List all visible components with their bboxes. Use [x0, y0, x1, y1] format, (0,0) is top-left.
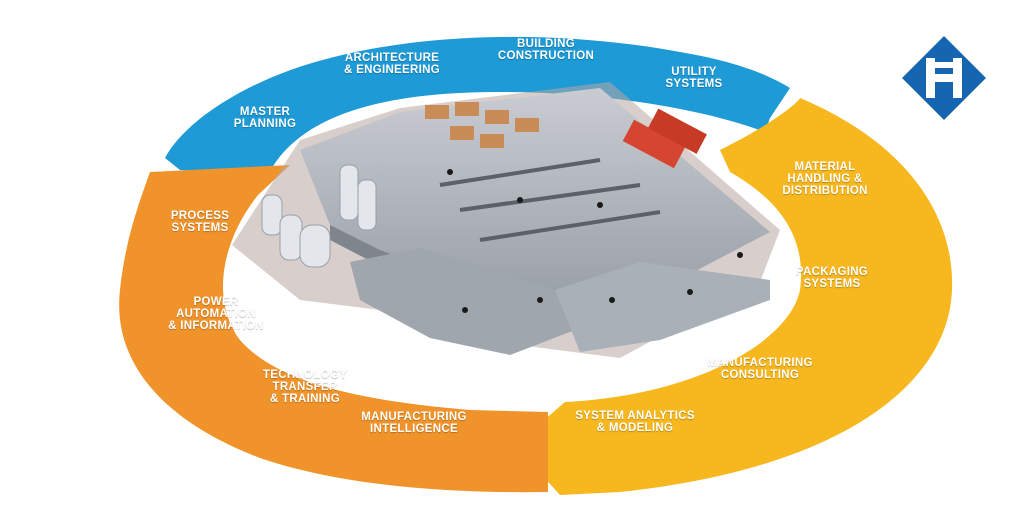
diamond-h-logo — [900, 34, 988, 122]
label-building-construction: BUILDING CONSTRUCTION — [497, 38, 595, 62]
orange-arc-segment — [119, 165, 548, 493]
label-power-automation: POWER AUTOMATION & INFORMATION — [168, 296, 264, 332]
storage-tanks — [261, 164, 377, 268]
office-block-right — [555, 262, 770, 352]
pallet-boxes — [425, 102, 539, 148]
label-manufacturing-intelligence: MANUFACTURING INTELLIGENCE — [361, 411, 467, 435]
label-system-analytics: SYSTEM ANALYTICS & MODELING — [575, 410, 695, 434]
office-block-left — [350, 248, 575, 355]
red-trailer — [622, 119, 686, 169]
label-material-handling: MATERIAL HANDLING & DISTRIBUTION — [782, 161, 868, 197]
red-trailer — [647, 108, 707, 154]
label-technology-transfer: TECHNOLOGY TRANSFER & TRAINING — [262, 369, 348, 405]
label-manufacturing-consulting: MANUFACTURING CONSULTING — [707, 357, 813, 381]
blue-arc-segment — [165, 36, 790, 175]
conveyor-lines — [439, 158, 661, 242]
label-architecture-engineering: ARCHITECTURE & ENGINEERING — [344, 52, 440, 76]
factory-illustration — [232, 82, 780, 358]
label-utility-systems: UTILITY SYSTEMS — [665, 66, 723, 90]
label-packaging-systems: PACKAGING SYSTEMS — [795, 266, 869, 290]
label-master-planning: MASTER PLANNING — [233, 106, 297, 130]
label-process-systems: PROCESS SYSTEMS — [170, 210, 230, 234]
yellow-arc-segment — [515, 98, 953, 495]
workers — [447, 169, 743, 313]
